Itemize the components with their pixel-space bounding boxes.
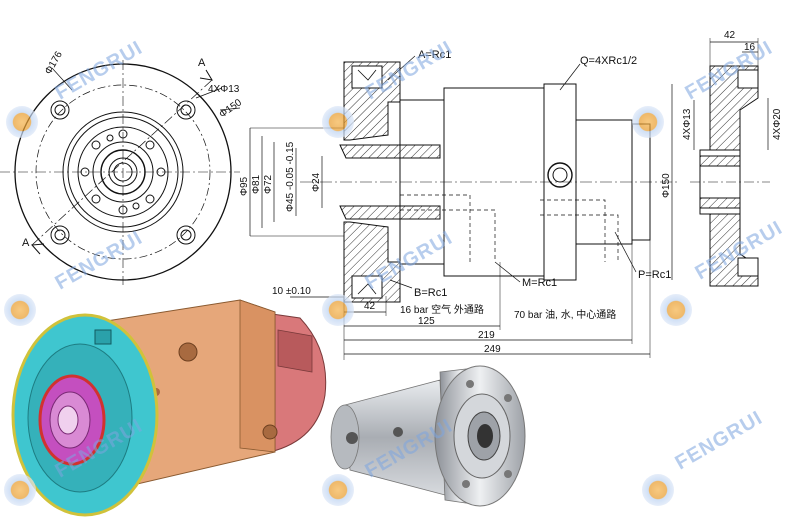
- cad-render-3d: [11, 299, 327, 517]
- watermark-logo-icon: [4, 474, 36, 506]
- port-q-label: Q=4XRc1/2: [580, 55, 637, 67]
- side-dim-d13: 4XΦ13: [682, 108, 693, 140]
- watermark-logo-icon: [660, 294, 692, 326]
- watermark-logo-icon: [322, 474, 354, 506]
- dim-219: 219: [478, 330, 495, 341]
- dim-249: 249: [484, 344, 501, 355]
- watermark-text: FENGRUI: [52, 227, 147, 295]
- side-dim-d20: 4XΦ20: [772, 108, 783, 140]
- port-m-label: M=Rc1: [522, 277, 557, 289]
- note-air: 16 bar 空气 外通路: [400, 303, 484, 316]
- front-dim-holes: 4XΦ13: [208, 84, 240, 95]
- side-dim-42: 42: [724, 30, 736, 41]
- dim-d24: Φ24: [311, 172, 322, 192]
- watermark-logo-icon: [322, 106, 354, 138]
- watermark-text: FENGRUI: [52, 37, 147, 105]
- watermark-logo-icon: [632, 106, 664, 138]
- dim-d45: Φ45 -0.05 -0.15: [285, 141, 296, 212]
- dim-d150: Φ150: [661, 173, 672, 198]
- dim-10: 10 ±0.10: [272, 286, 311, 297]
- front-dim-d176: Φ176: [43, 49, 65, 76]
- front-dim-d150: Φ150: [217, 97, 244, 120]
- port-p-label: P=Rc1: [638, 269, 671, 281]
- watermark-text: FENGRUI: [672, 407, 767, 475]
- watermark-logo-icon: [6, 106, 38, 138]
- dim-125: 125: [418, 316, 435, 327]
- dim-d81: Φ81: [251, 174, 262, 194]
- side-dim-16: 16: [744, 42, 756, 53]
- section-view: [249, 55, 680, 360]
- dim-d95: Φ95: [239, 176, 250, 196]
- port-b-label: B=Rc1: [414, 287, 447, 299]
- watermark-logo-icon: [322, 294, 354, 326]
- port-a-label: A=Rc1: [418, 49, 451, 61]
- side-view: [690, 38, 770, 287]
- watermark-logo-icon: [4, 294, 36, 326]
- product-photo: [330, 365, 526, 507]
- dim-42: 42: [364, 301, 376, 312]
- mounting-holes: [50, 100, 196, 245]
- watermark-logo-icon: [642, 474, 674, 506]
- front-section-label-bottom: A: [22, 237, 30, 249]
- dim-d72: Φ72: [263, 174, 274, 194]
- note-oil: 70 bar 油, 水, 中心通路: [514, 308, 616, 321]
- front-section-label-top: A: [198, 57, 206, 69]
- front-view: [0, 60, 241, 285]
